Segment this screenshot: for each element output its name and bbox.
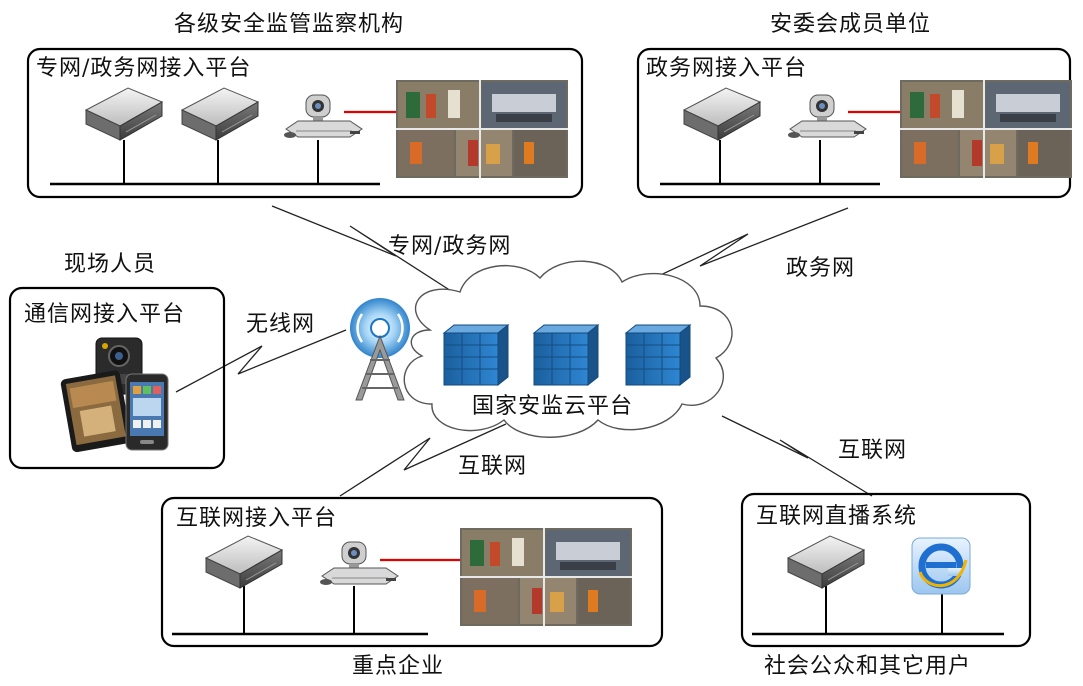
caption-field: 现场人员 — [64, 252, 157, 277]
platform-title-public: 互联网直播系统 — [756, 504, 918, 529]
radio-tower-icon — [350, 298, 410, 401]
server-device-icon — [181, 87, 259, 141]
video-conference-camera-icon — [319, 541, 399, 586]
smartphone-icon — [125, 373, 169, 451]
caption-committee: 安委会成员单位 — [770, 12, 932, 37]
caption-enterprise: 重点企业 — [352, 654, 445, 679]
server-device-icon — [683, 87, 761, 141]
blade-server-icon — [443, 324, 509, 386]
link-enterprise — [339, 423, 507, 497]
caption-public: 社会公众和其它用户 — [764, 654, 972, 679]
platform-title-enterprise: 互联网接入平台 — [176, 506, 338, 531]
link-label-field: 无线网 — [246, 312, 316, 337]
box-enterprise — [160, 496, 664, 648]
link-public — [721, 415, 873, 497]
link-label-supervisors: 专网/政务网 — [388, 234, 512, 259]
video-conference-camera-icon — [283, 94, 363, 139]
box-field — [8, 286, 226, 470]
link-label-committee: 政务网 — [786, 256, 856, 281]
tablet-icon — [60, 370, 132, 453]
link-field — [175, 329, 347, 393]
server-device-icon — [85, 87, 163, 141]
video-conference-camera-icon — [787, 94, 867, 139]
platform-title-field: 通信网接入平台 — [24, 302, 186, 327]
link-supervisors — [271, 205, 463, 299]
server-device-icon — [205, 535, 283, 589]
server-device-icon — [787, 535, 865, 589]
box-supervisors — [26, 47, 584, 199]
video-wall-icon — [459, 527, 633, 627]
link-label-enterprise: 互联网 — [458, 454, 528, 479]
ie-browser-icon — [911, 537, 971, 595]
blade-server-icon — [625, 324, 691, 386]
platform-title-supervisors: 专网/政务网接入平台 — [36, 56, 252, 81]
platform-title-committee: 政务网接入平台 — [646, 56, 808, 81]
video-wall-icon — [899, 79, 1073, 179]
blade-server-icon — [533, 324, 599, 386]
link-committee — [619, 207, 849, 295]
caption-supervisors: 各级安全监管监察机构 — [174, 12, 405, 37]
box-public — [740, 492, 1032, 648]
link-label-public: 互联网 — [838, 438, 908, 463]
cloud-platform-label: 国家安监云平台 — [472, 394, 634, 419]
video-wall-icon — [395, 79, 569, 179]
